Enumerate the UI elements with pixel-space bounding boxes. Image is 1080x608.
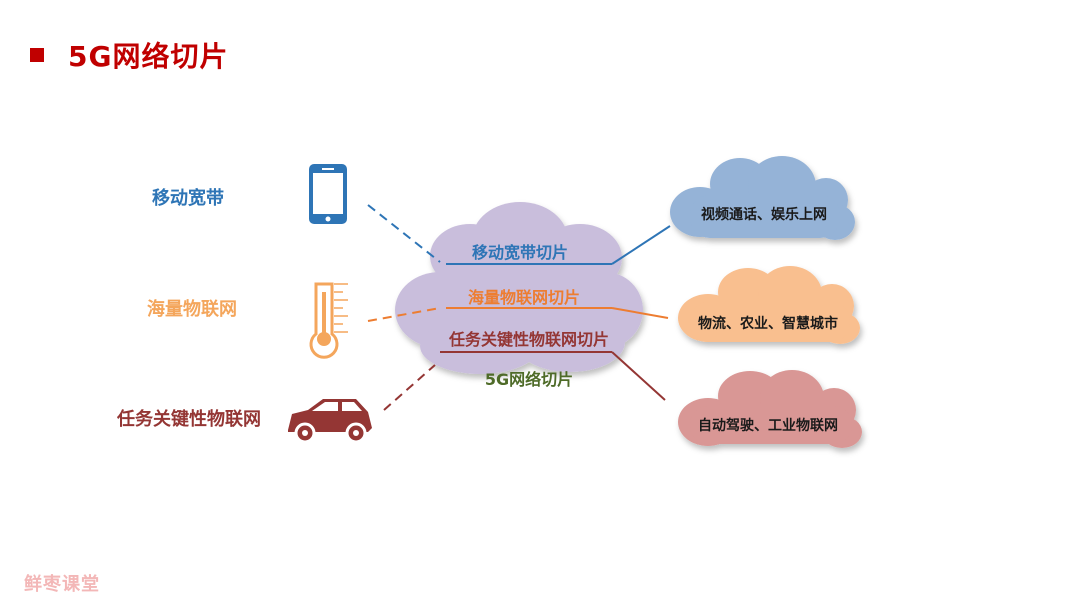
label-iot: 海量物联网	[147, 298, 237, 320]
apps-broadband: 视频通话、娱乐上网	[701, 206, 827, 223]
connector-critical	[383, 351, 666, 411]
apps-iot: 物流、农业、智慧城市	[698, 315, 838, 332]
apps-critical: 自动驾驶、工业物联网	[698, 417, 838, 434]
cloud-broadband-apps	[670, 156, 855, 240]
smartphone-icon	[309, 164, 347, 224]
slice-iot: 海量物联网切片	[468, 288, 580, 307]
label-critical: 任务关键性物联网	[116, 408, 261, 430]
connector-broadband	[367, 204, 671, 265]
cloud-iot-apps	[678, 266, 860, 344]
label-broadband: 移动宽带	[152, 187, 224, 209]
thermometer-icon	[309, 282, 348, 359]
title-bullet	[30, 48, 44, 62]
slice-critical: 任务关键性物联网切片	[448, 330, 609, 349]
slice-broadband: 移动宽带切片	[472, 243, 568, 262]
cloud-caption: 5G网络切片	[485, 370, 573, 389]
cloud-critical-apps	[678, 370, 862, 448]
car-icon	[288, 399, 372, 444]
page-title: 5G网络切片	[68, 40, 229, 73]
title-bar: 5G网络切片	[30, 30, 228, 80]
center-cloud	[395, 202, 643, 374]
watermark: 鲜枣课堂	[24, 574, 100, 595]
connector-iot	[367, 307, 669, 322]
